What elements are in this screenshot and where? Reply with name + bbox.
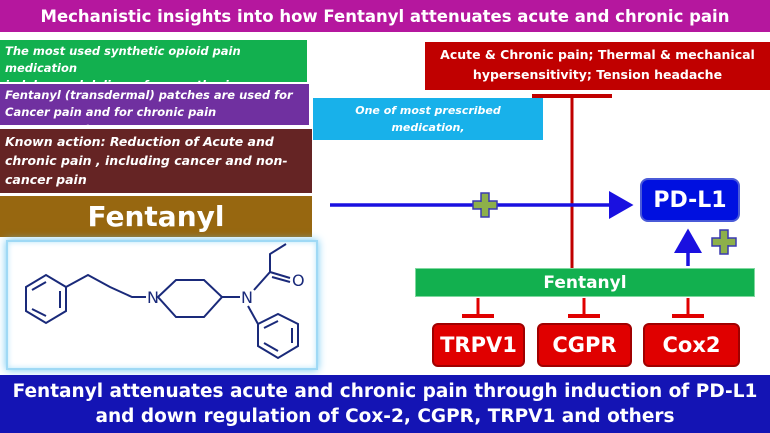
conclusion-text: and down regulation of Cox-2, CGPR, TRPV… [95,406,675,427]
atom-label: O [292,271,305,290]
conclusion-banner: Fentanyl attenuates acute and chronic pa… [0,375,770,433]
fact-box-known-action: Known action: Reduction of Acute and chr… [0,129,312,193]
pain-text: hypersensitivity; Tension headache [472,67,723,82]
fact-text: cancer pain [5,172,87,187]
fentanyl-node: Fentanyl [415,268,755,297]
inhibition-pain [532,94,612,268]
inhibition-targets [462,298,704,318]
pain-text: Acute & Chronic pain; Thermal & mechanic… [440,47,755,62]
atom-label: N [241,288,253,307]
pdl1-node: PD-L1 [640,178,740,222]
fact-box-patches: Fentanyl (transdermal) patches are used … [0,84,309,136]
fentanyl-structure: N N O [6,240,318,370]
plus-icon [472,192,498,218]
note-text: with 2+ million prescription [341,138,515,151]
fact-text: The most used synthetic opioid pain medi… [5,44,241,75]
conclusion-text: Fentanyl attenuates acute and chronic pa… [12,381,758,402]
target-trpv1: TRPV1 [432,323,525,367]
fact-text: Known action: Reduction of Acute and [5,134,274,149]
plus-icon [711,229,737,255]
target-cgpr: CGPR [537,323,632,367]
pain-symptoms-box: Acute & Chronic pain; Thermal & mechanic… [425,42,770,90]
target-cox2: Cox2 [643,323,740,367]
drug-label: Fentanyl [0,196,312,237]
fact-text: Fentanyl (transdermal) patches are used … [5,88,293,102]
page-title: Mechanistic insights into how Fentanyl a… [0,0,770,32]
molecule-diagram: N N O [25,243,305,360]
note-text: One of most prescribed medication, [355,104,501,134]
fact-text: chronic pain , including cancer and non- [5,153,288,168]
atom-label: N [147,288,159,307]
prescription-note: One of most prescribed medication, with … [313,98,543,151]
